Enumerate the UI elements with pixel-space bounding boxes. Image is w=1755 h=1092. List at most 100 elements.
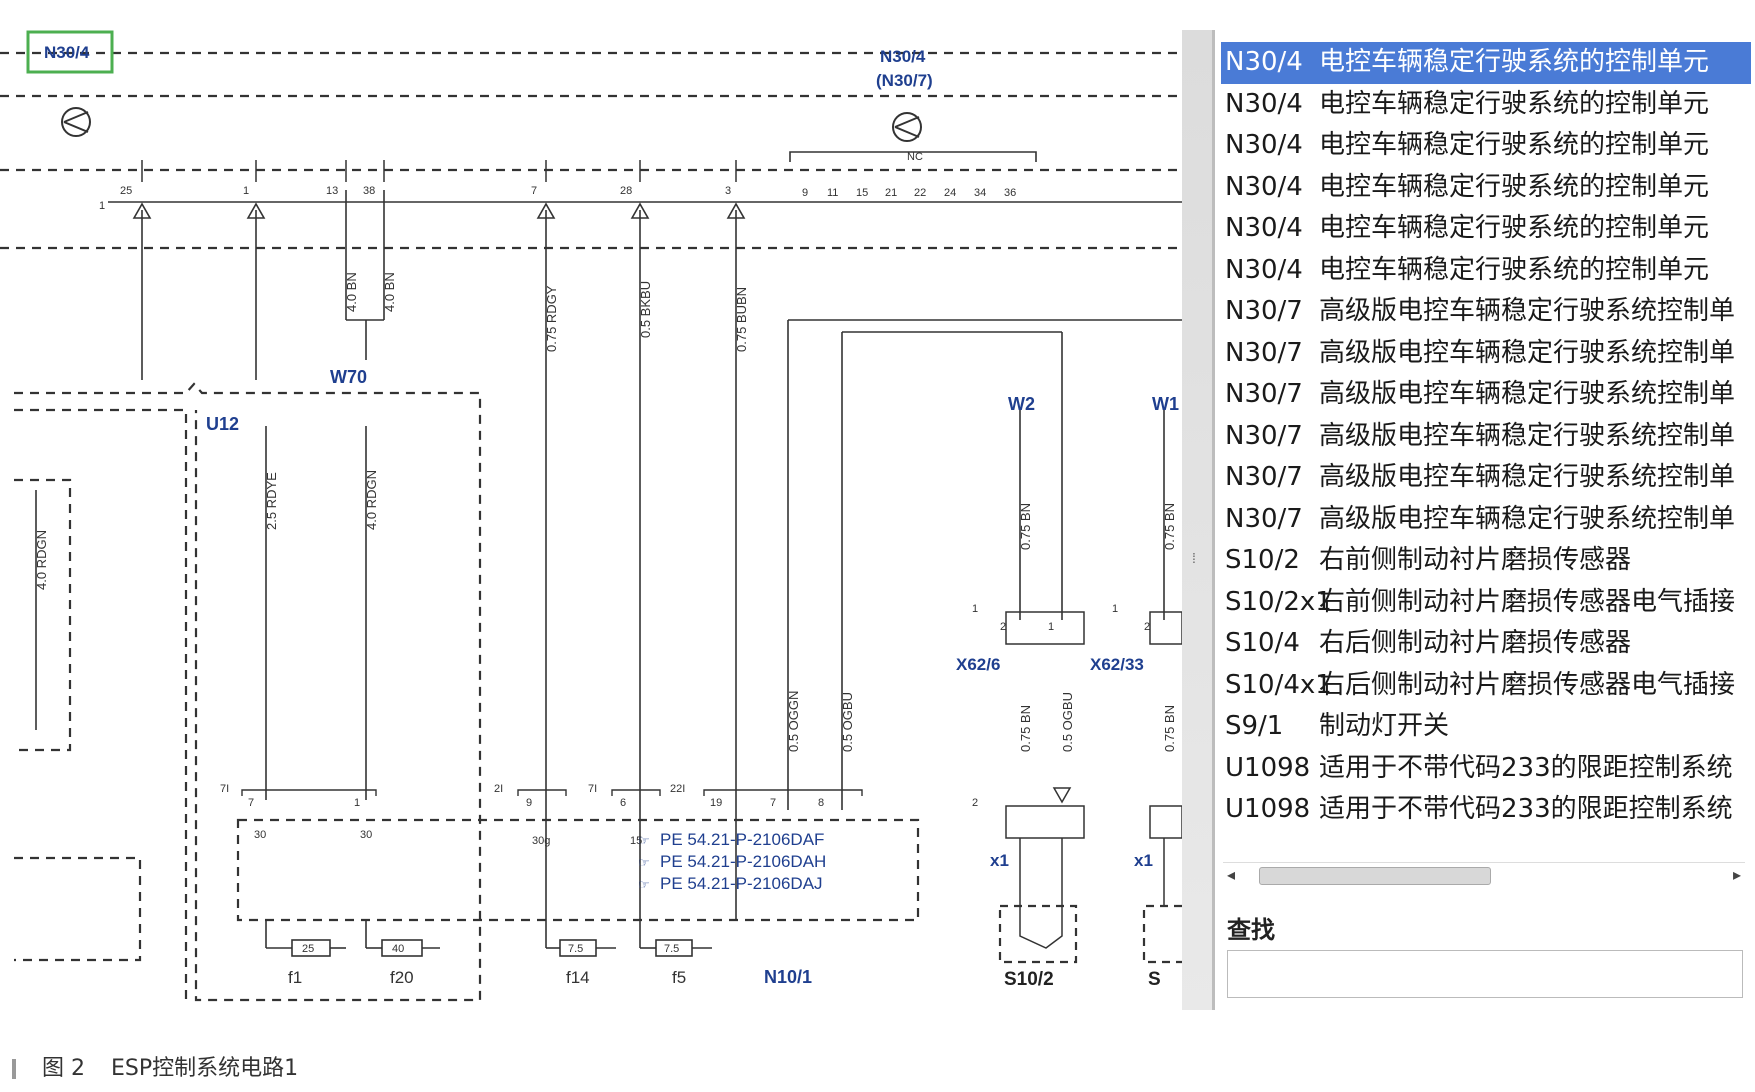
fuse-name: f20	[390, 968, 414, 987]
component-list-item[interactable]: U1098 适用于不带代码233的限距控制系统	[1221, 789, 1751, 831]
fuse-name: f1	[288, 968, 302, 987]
component-code: S10/2x1	[1225, 586, 1332, 617]
pin-label: 2	[1000, 621, 1006, 633]
component-list-item[interactable]: S10/4x1右后侧制动衬片磨损传感器电气插接	[1221, 665, 1751, 707]
pin-label: 1	[972, 603, 978, 615]
document-reference-icon: ☞	[638, 855, 650, 870]
pin-label: 11	[827, 187, 838, 199]
horizontal-scrollbar[interactable]: ◂ ▸	[1223, 862, 1745, 889]
wire-label: 0.75 BUBN	[734, 287, 749, 352]
component-description: 右后侧制动衬片磨损传感器电气插接	[1319, 669, 1736, 700]
component-description: 右前侧制动衬片磨损传感器	[1319, 545, 1632, 575]
fuse-f20[interactable]: 40 f20	[365, 920, 440, 987]
pin-label: 3	[725, 185, 731, 197]
reference-list[interactable]: PE 54.21-P-2106DAF PE 54.21-P-2106DAH PE…	[638, 830, 826, 893]
module-label-n10-1: N10/1	[764, 967, 812, 987]
connector-x62-33[interactable]	[1142, 611, 1182, 964]
component-code: N30/7	[1225, 337, 1303, 368]
pin-label: 28	[620, 185, 632, 197]
svg-text:15: 15	[630, 835, 642, 847]
pin-label: 25	[120, 185, 132, 197]
component-code: S10/4x1	[1225, 669, 1332, 700]
component-description: 高级版电控车辆稳定行驶系统控制单	[1319, 420, 1736, 451]
component-list-item[interactable]: S10/2x1右前侧制动衬片磨损传感器电气插接	[1221, 582, 1751, 624]
pin-label: 7	[531, 185, 537, 197]
fuse-rating: 40	[392, 943, 404, 955]
connector-ticks	[141, 160, 737, 182]
search-input[interactable]	[1227, 950, 1743, 998]
pin-label: 1	[243, 185, 249, 197]
figure-number: 图 2	[42, 1056, 85, 1081]
sensor-label-s10-2: S10/2	[1004, 969, 1054, 990]
wire-label: 0.75 RDGY	[544, 285, 559, 352]
fuse-f5[interactable]: 7.5 f5	[639, 920, 712, 987]
component-code: N30/7	[1225, 462, 1303, 492]
fuse-f1[interactable]: 25 f1	[265, 920, 346, 987]
component-code: N30/7	[1225, 296, 1303, 326]
sensor-label-partial: S	[1148, 969, 1161, 990]
reference-link[interactable]: PE 54.21-P-2106DAF	[660, 830, 824, 849]
component-code: U1098	[1225, 794, 1311, 824]
component-description: 电控车辆稳定行驶系统的控制单元	[1319, 254, 1710, 285]
fuse-f14[interactable]: 7.5 f14	[545, 920, 616, 987]
pin-label: 9	[802, 187, 808, 199]
svg-text:1: 1	[354, 797, 360, 809]
pin-label: 1	[1112, 603, 1118, 615]
component-code: S10/4	[1225, 628, 1300, 658]
scrollbar-thumb[interactable]	[1259, 867, 1491, 885]
scroll-left-icon[interactable]: ◂	[1227, 867, 1236, 884]
search-label: 查找	[1227, 916, 1275, 944]
wire-label: 0.5 BKBU	[638, 281, 653, 338]
fuse-block-boundary	[236, 818, 920, 922]
ground-label-w2: W2	[1008, 394, 1035, 414]
component-description: 高级版电控车辆稳定行驶系统控制单	[1319, 503, 1736, 534]
connector-label: x1	[1134, 851, 1153, 870]
reference-link[interactable]: PE 54.21-P-2106DAJ	[660, 874, 823, 893]
connector-x62-6[interactable]	[998, 611, 1085, 964]
scroll-right-icon[interactable]: ▸	[1732, 867, 1741, 884]
nc-label: NC	[907, 151, 923, 163]
wire-label: 4.0 RDGN	[364, 470, 379, 530]
pin-label: 36	[1004, 187, 1016, 199]
pin-label: 1	[99, 200, 105, 212]
document-reference-icon: ☞	[638, 833, 650, 848]
left-module-boundary	[14, 408, 188, 1000]
svg-text:30: 30	[360, 829, 372, 841]
fuse-rating: 25	[302, 943, 314, 955]
pin-label: 13	[326, 185, 338, 197]
component-code: U1098	[1225, 752, 1311, 783]
selected-component-highlight[interactable]	[26, 30, 114, 74]
component-code: N30/4	[1225, 88, 1303, 119]
document-reference-icon: ☞	[638, 877, 650, 892]
svg-text:8: 8	[818, 797, 824, 809]
reference-link[interactable]: PE 54.21-P-2106DAH	[660, 852, 826, 871]
nc-bracket	[789, 151, 1037, 162]
splitter-grip-icon[interactable]: ⁞	[1192, 550, 1196, 566]
pin-label: 15	[856, 187, 868, 199]
wire-label: 0.5 OGBU	[1060, 692, 1075, 752]
svg-text:6: 6	[620, 797, 626, 809]
component-description: 适用于不带代码233的限距控制系统	[1319, 794, 1733, 824]
panel-splitter[interactable]: ⁞	[1182, 30, 1212, 1010]
caption-marker	[12, 1059, 16, 1079]
wire-label: 0.5 OGBU	[840, 692, 855, 752]
lower-left-boundary	[14, 856, 142, 962]
pin-label: 1	[1048, 621, 1054, 633]
fuse-rating: 7.5	[664, 943, 679, 955]
